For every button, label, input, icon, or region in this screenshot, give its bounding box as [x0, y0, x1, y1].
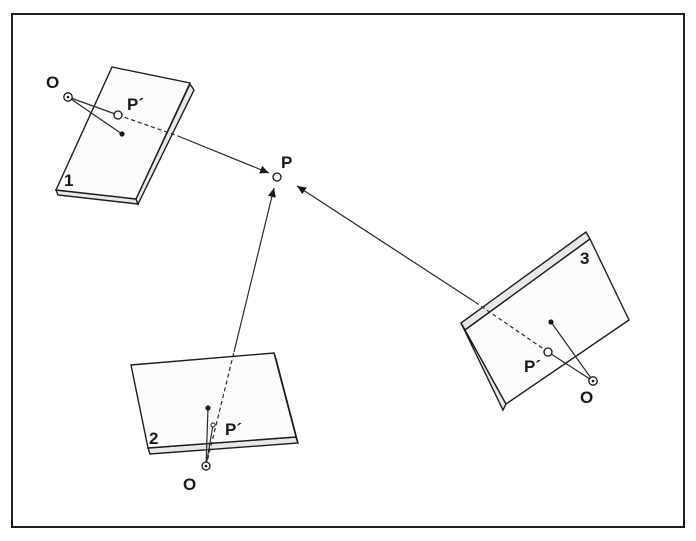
plate-1-pprime-label: P´ [127, 95, 144, 114]
plate-2: 2 [130, 352, 299, 455]
plate-3-pprime-point [543, 347, 553, 357]
target-point-label: P [281, 153, 292, 172]
plate-1-origin-label: O [46, 73, 59, 92]
target-point-p [272, 172, 282, 182]
plate-3-number: 3 [580, 249, 589, 268]
plate-1-number: 1 [64, 171, 73, 190]
ray-1: O P´ [46, 73, 270, 174]
plate-3-origin-center [591, 379, 595, 383]
ray-3: O P´ [296, 185, 598, 407]
target-point-group: P [272, 153, 292, 182]
plate-1-origin-center [66, 95, 70, 99]
plate-2-pprime-label: P´ [225, 420, 242, 439]
plate-1-pprime-point [113, 110, 123, 120]
plate-3-origin-label: O [580, 388, 593, 407]
plate-1-center-dot [119, 131, 125, 137]
plate-2-origin-label: O [183, 475, 196, 494]
plate-3: 3 [460, 230, 630, 412]
plate-2-pprime-point [210, 422, 216, 428]
plate-1: 1 [54, 66, 195, 206]
plate-3-center-dot [548, 319, 554, 325]
ray-2: O P´ [183, 187, 276, 494]
diagram-frame [11, 13, 685, 528]
plate-2-center-dot [205, 405, 211, 411]
plate-2-origin-center [204, 464, 208, 468]
plate-2-number: 2 [149, 429, 158, 448]
plate-3-pprime-label: P´ [524, 357, 541, 376]
